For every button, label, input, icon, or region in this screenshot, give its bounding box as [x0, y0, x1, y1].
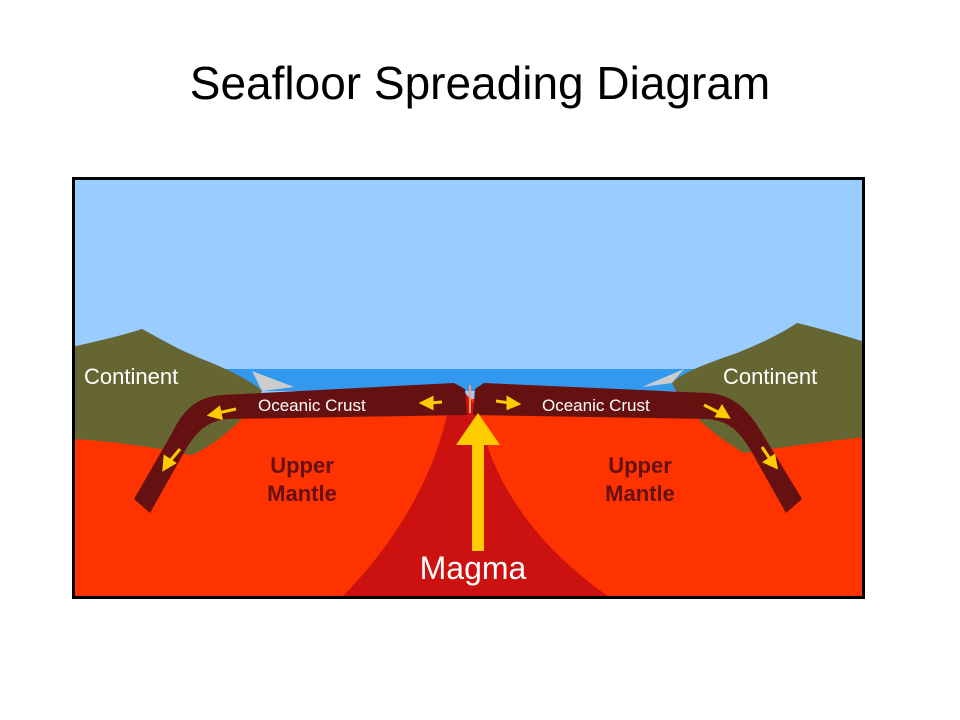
continent-left-shape — [72, 329, 262, 455]
ocean-water — [222, 369, 742, 391]
label-continent-left: Continent — [84, 364, 178, 389]
arrow-subduct-left — [162, 448, 182, 472]
arrow-subduct-right — [760, 446, 778, 470]
magma-arrow-head — [456, 413, 500, 445]
label-oceanic-crust-left: Oceanic Crust — [258, 396, 366, 415]
label-continent-right: Continent — [723, 364, 817, 389]
label-upper-left: Upper — [270, 453, 334, 478]
magma-arrow-shaft — [472, 439, 484, 551]
arrow-bend-right — [703, 403, 731, 419]
arrow-crust-left — [418, 395, 443, 411]
label-magma: Magma — [420, 550, 527, 586]
label-mantle-left: Mantle — [267, 481, 337, 506]
seafloor-diagram-svg: Continent Continent Oceanic Crust Oceani… — [72, 177, 865, 599]
sediment-left — [252, 371, 294, 391]
label-oceanic-crust-right: Oceanic Crust — [542, 396, 650, 415]
diagram-border — [72, 177, 865, 599]
sediment-right — [642, 369, 684, 387]
label-mantle-right: Mantle — [605, 481, 675, 506]
arrow-bend-left — [206, 405, 237, 421]
label-upper-right: Upper — [608, 453, 672, 478]
slide-title: Seafloor Spreading Diagram — [189, 57, 771, 109]
arrow-crust-right — [495, 395, 522, 411]
seafloor-diagram: Continent Continent Oceanic Crust Oceani… — [72, 177, 865, 599]
